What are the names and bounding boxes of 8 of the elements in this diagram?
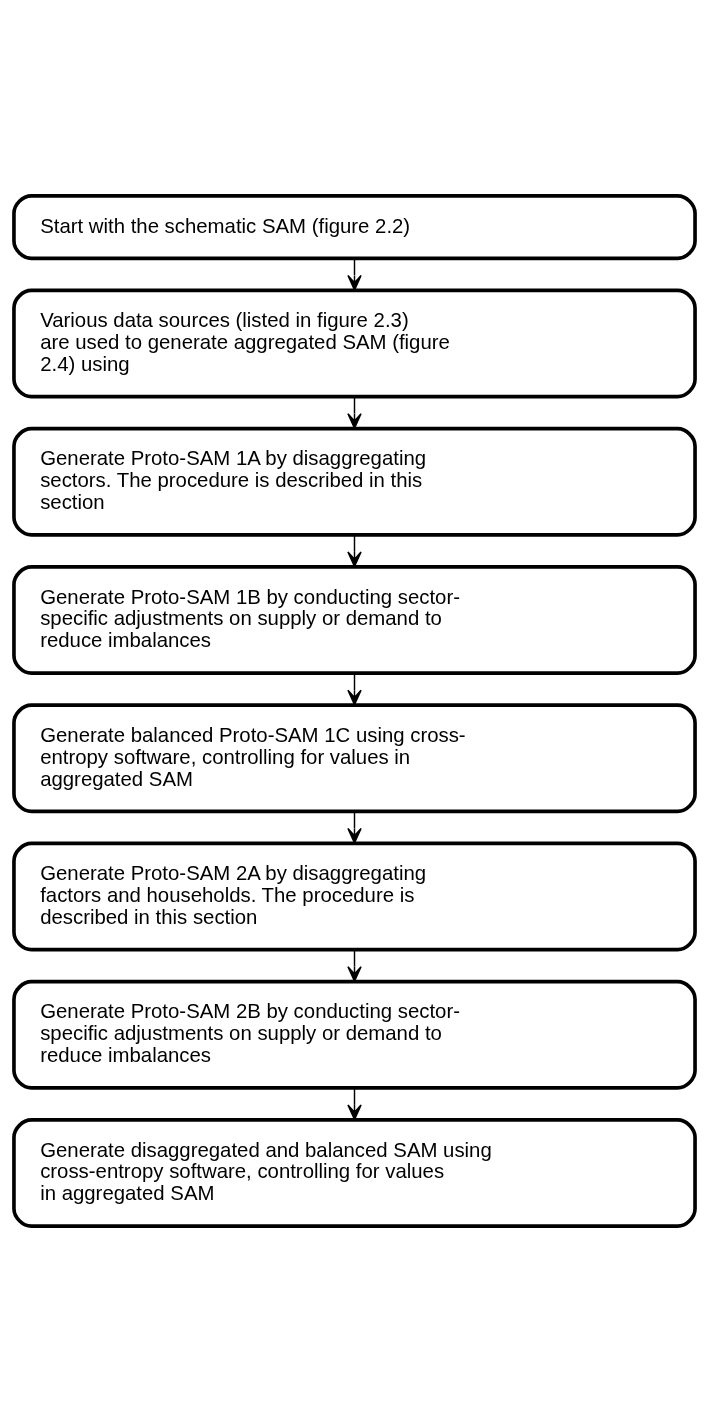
node-box: Generate disaggregated and balanced SAM using cross-entropy software, controlling for values in aggregated SAM xyxy=(12,1118,697,1228)
node-box: Start with the schematic SAM (figure 2.2) xyxy=(12,194,697,261)
node-box: Generate Proto-SAM 1A by disaggregating sectors. The procedure is described in this section xyxy=(12,426,697,537)
node-box: Generate Proto-SAM 2A by disaggregating factors and households. The procedure is described in this section xyxy=(12,841,697,952)
node-box: Generate Proto-SAM 1B by conducting sector-specific adjustments on supply or demand to reduce imbalances xyxy=(12,565,697,675)
node-box: Various data sources (listed in figure 2.3) are used to generate aggregated SAM (figure 2.4) using xyxy=(12,288,697,399)
node-box: Generate balanced Proto-SAM 1C using cross-entropy software, controlling for values in aggregated SAM xyxy=(12,703,697,814)
node-box: Generate Proto-SAM 2B by conducting sector-specific adjustments on supply or demand to reduce imbalances xyxy=(12,979,697,1090)
